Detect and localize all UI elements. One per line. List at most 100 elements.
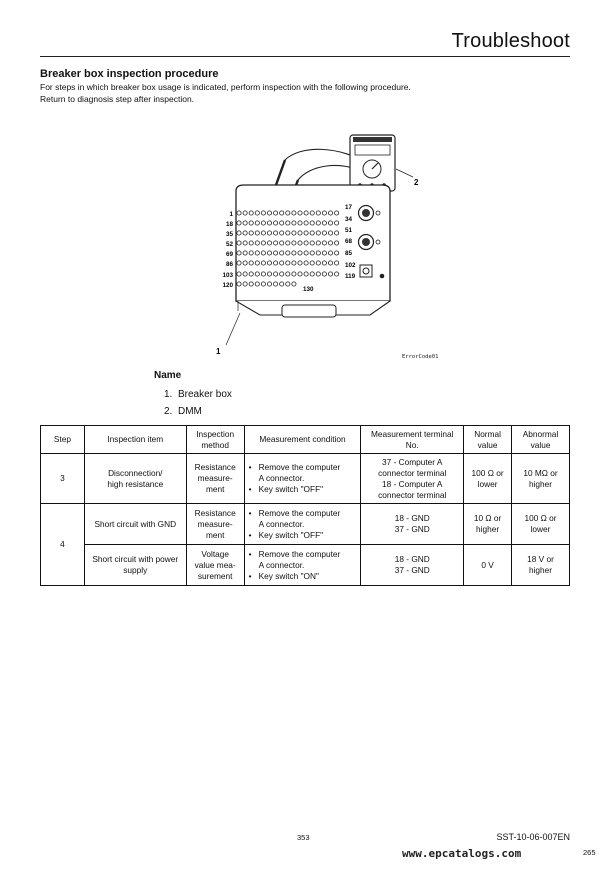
pin-hole: [315, 260, 321, 266]
pin-hole: [273, 220, 279, 226]
pin-hole: [321, 250, 327, 256]
pin-hole: [291, 210, 297, 216]
pin-hole: [248, 260, 254, 266]
pin-hole: [260, 240, 266, 246]
pin-hole: [309, 250, 315, 256]
cell-item: Disconnection/high resistance: [83, 453, 187, 504]
cell-step: 4: [40, 503, 85, 586]
pin-hole: [309, 210, 315, 216]
header-divider: [40, 56, 570, 57]
svg-text:69: 69: [226, 251, 234, 258]
pin-hole: [303, 230, 309, 236]
pin-hole: [285, 230, 291, 236]
section-title: Breaker box inspection procedure: [40, 68, 219, 80]
pin-hole: [248, 250, 254, 256]
pin-hole: [285, 240, 291, 246]
list-item: 1.Breaker box: [164, 389, 232, 400]
intro-line-1: For steps in which breaker box usage is …: [40, 82, 411, 92]
pin-hole: [303, 250, 309, 256]
pin-hole: [254, 281, 260, 287]
pin-hole: [279, 260, 285, 266]
pin-hole: [267, 281, 273, 287]
pin-hole: [273, 271, 279, 277]
pin-hole: [260, 210, 266, 216]
pin-hole: [260, 260, 266, 266]
cell-normal: 0 V: [463, 544, 513, 586]
pin-hole: [236, 281, 242, 287]
pin-hole: [327, 271, 333, 277]
pin-hole: [279, 210, 285, 216]
pin-hole: [254, 220, 260, 226]
pin-hole: [242, 271, 248, 277]
pin-hole: [242, 260, 248, 266]
pin-hole: [297, 220, 303, 226]
svg-text:86: 86: [226, 261, 234, 268]
pin-hole: [321, 260, 327, 266]
pin-hole: [334, 250, 340, 256]
pin-hole: [260, 230, 266, 236]
pin-hole: [242, 240, 248, 246]
pin-hole: [260, 271, 266, 277]
pin-hole: [334, 240, 340, 246]
pin-hole: [321, 230, 327, 236]
pin-hole: [303, 220, 309, 226]
svg-text:68: 68: [345, 238, 353, 245]
pin-hole: [321, 220, 327, 226]
pin-hole: [267, 250, 273, 256]
pin-hole: [303, 240, 309, 246]
pin-hole: [242, 210, 248, 216]
pin-hole: [260, 220, 266, 226]
pin-hole: [297, 230, 303, 236]
pin-hole: [236, 250, 242, 256]
svg-text:119: 119: [345, 273, 356, 280]
pin-hole: [267, 240, 273, 246]
svg-text:18: 18: [226, 221, 234, 228]
pin-hole: [273, 230, 279, 236]
pin-hole: [267, 260, 273, 266]
page-number: 353: [297, 833, 310, 842]
svg-text:85: 85: [345, 250, 353, 257]
watermark: www.epcatalogs.com: [402, 847, 522, 860]
document-code: SST-10-06-007EN: [496, 832, 570, 842]
intro-line-2: Return to diagnosis step after inspectio…: [40, 93, 195, 104]
pin-hole: [309, 260, 315, 266]
pin-hole: [334, 271, 340, 277]
svg-text:120: 120: [222, 282, 233, 289]
pin-hole: [297, 271, 303, 277]
pin-hole: [267, 210, 273, 216]
svg-text:130: 130: [303, 286, 314, 293]
table-row: 3 Disconnection/high resistance Resistan…: [40, 453, 570, 504]
header-step: Step: [40, 425, 85, 454]
pin-hole: [279, 271, 285, 277]
pin-hole: [327, 240, 333, 246]
pin-hole: [327, 230, 333, 236]
pin-hole: [273, 260, 279, 266]
pin-hole: [273, 240, 279, 246]
pin-hole: [242, 230, 248, 236]
svg-text:34: 34: [345, 216, 353, 223]
dmm-icon: [349, 134, 396, 192]
pin-hole: [285, 281, 291, 287]
pin-hole: [279, 250, 285, 256]
pin-hole: [309, 240, 315, 246]
pin-hole: [254, 230, 260, 236]
pin-hole: [315, 271, 321, 277]
pin-hole: [327, 210, 333, 216]
svg-text:1: 1: [229, 211, 233, 218]
pin-hole: [303, 210, 309, 216]
pin-hole: [260, 250, 266, 256]
pin-hole: [285, 250, 291, 256]
pin-hole: [297, 240, 303, 246]
